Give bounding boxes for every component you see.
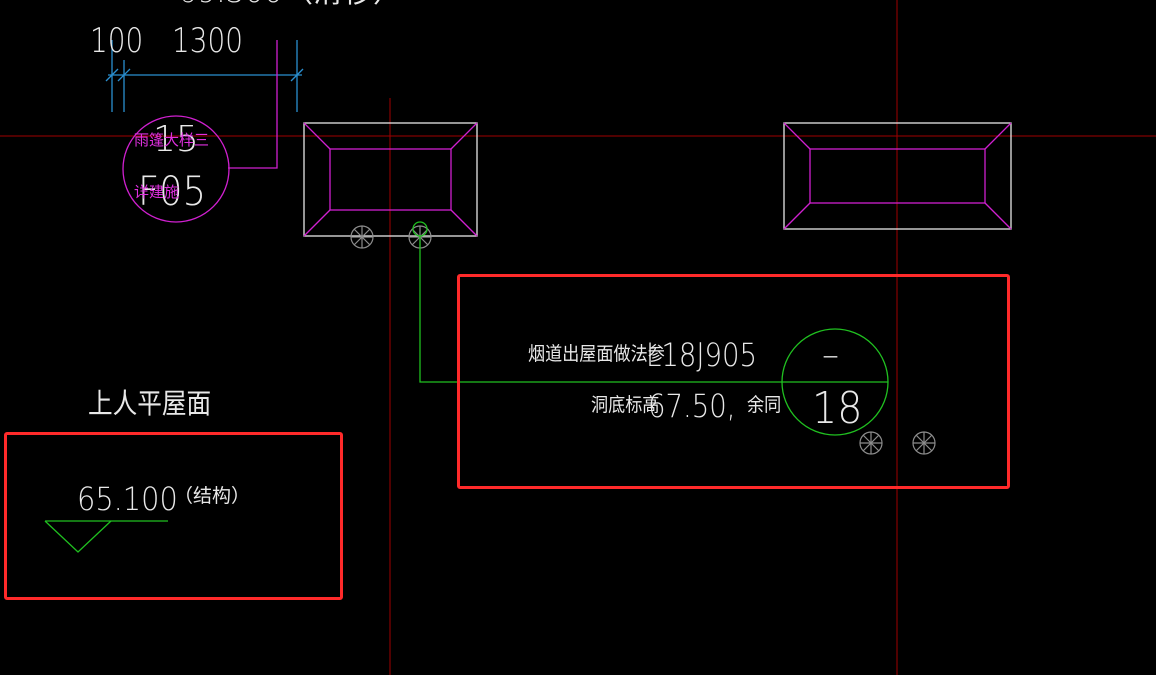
chimney-note-suffix: 余同 (747, 394, 782, 416)
elevation-cut-text: 69.300（滑移） (178, 0, 403, 8)
callout-leader-green (419, 236, 888, 383)
callout-overlay-text: 雨篷大样三 (134, 131, 210, 149)
callout-bottom-text: 18 (812, 383, 863, 434)
chimney-note-text: 洞底标高 (591, 394, 660, 416)
elevation-suffix: （结构） (174, 485, 251, 507)
chimney-left[interactable] (303, 122, 478, 237)
chimney-right[interactable] (783, 122, 1012, 230)
callout-sheet: F05 (138, 169, 206, 215)
dimension-text-1300: 1300 (172, 21, 243, 61)
drain-symbol[interactable] (350, 225, 374, 249)
detail-callout-circle-magenta[interactable] (122, 115, 230, 223)
elevation-mark[interactable] (44, 520, 168, 553)
drain-symbol[interactable] (859, 431, 883, 455)
dimension-text-100: 100 (90, 21, 144, 61)
chimney-note-text: 烟道出屋面做法参 (528, 343, 665, 365)
callout-top-text: – (822, 335, 839, 375)
chimney-note-elevation: 67.50, (648, 387, 736, 425)
highlight-box-elevation (4, 432, 343, 600)
chimney-note-code: L18J905 (646, 336, 757, 374)
callout-leader-magenta (228, 40, 278, 169)
roof-label: 上人平屋面 (88, 387, 212, 420)
highlight-box-chimney-note (457, 274, 1010, 489)
drain-symbol[interactable] (912, 431, 936, 455)
callout-number: 15 (153, 119, 199, 160)
dimension-line (105, 40, 304, 112)
elevation-value: 65.100 (77, 480, 178, 518)
detail-callout-circle-green[interactable] (781, 328, 889, 436)
callout-overlay-text: 详建施 (134, 183, 180, 201)
